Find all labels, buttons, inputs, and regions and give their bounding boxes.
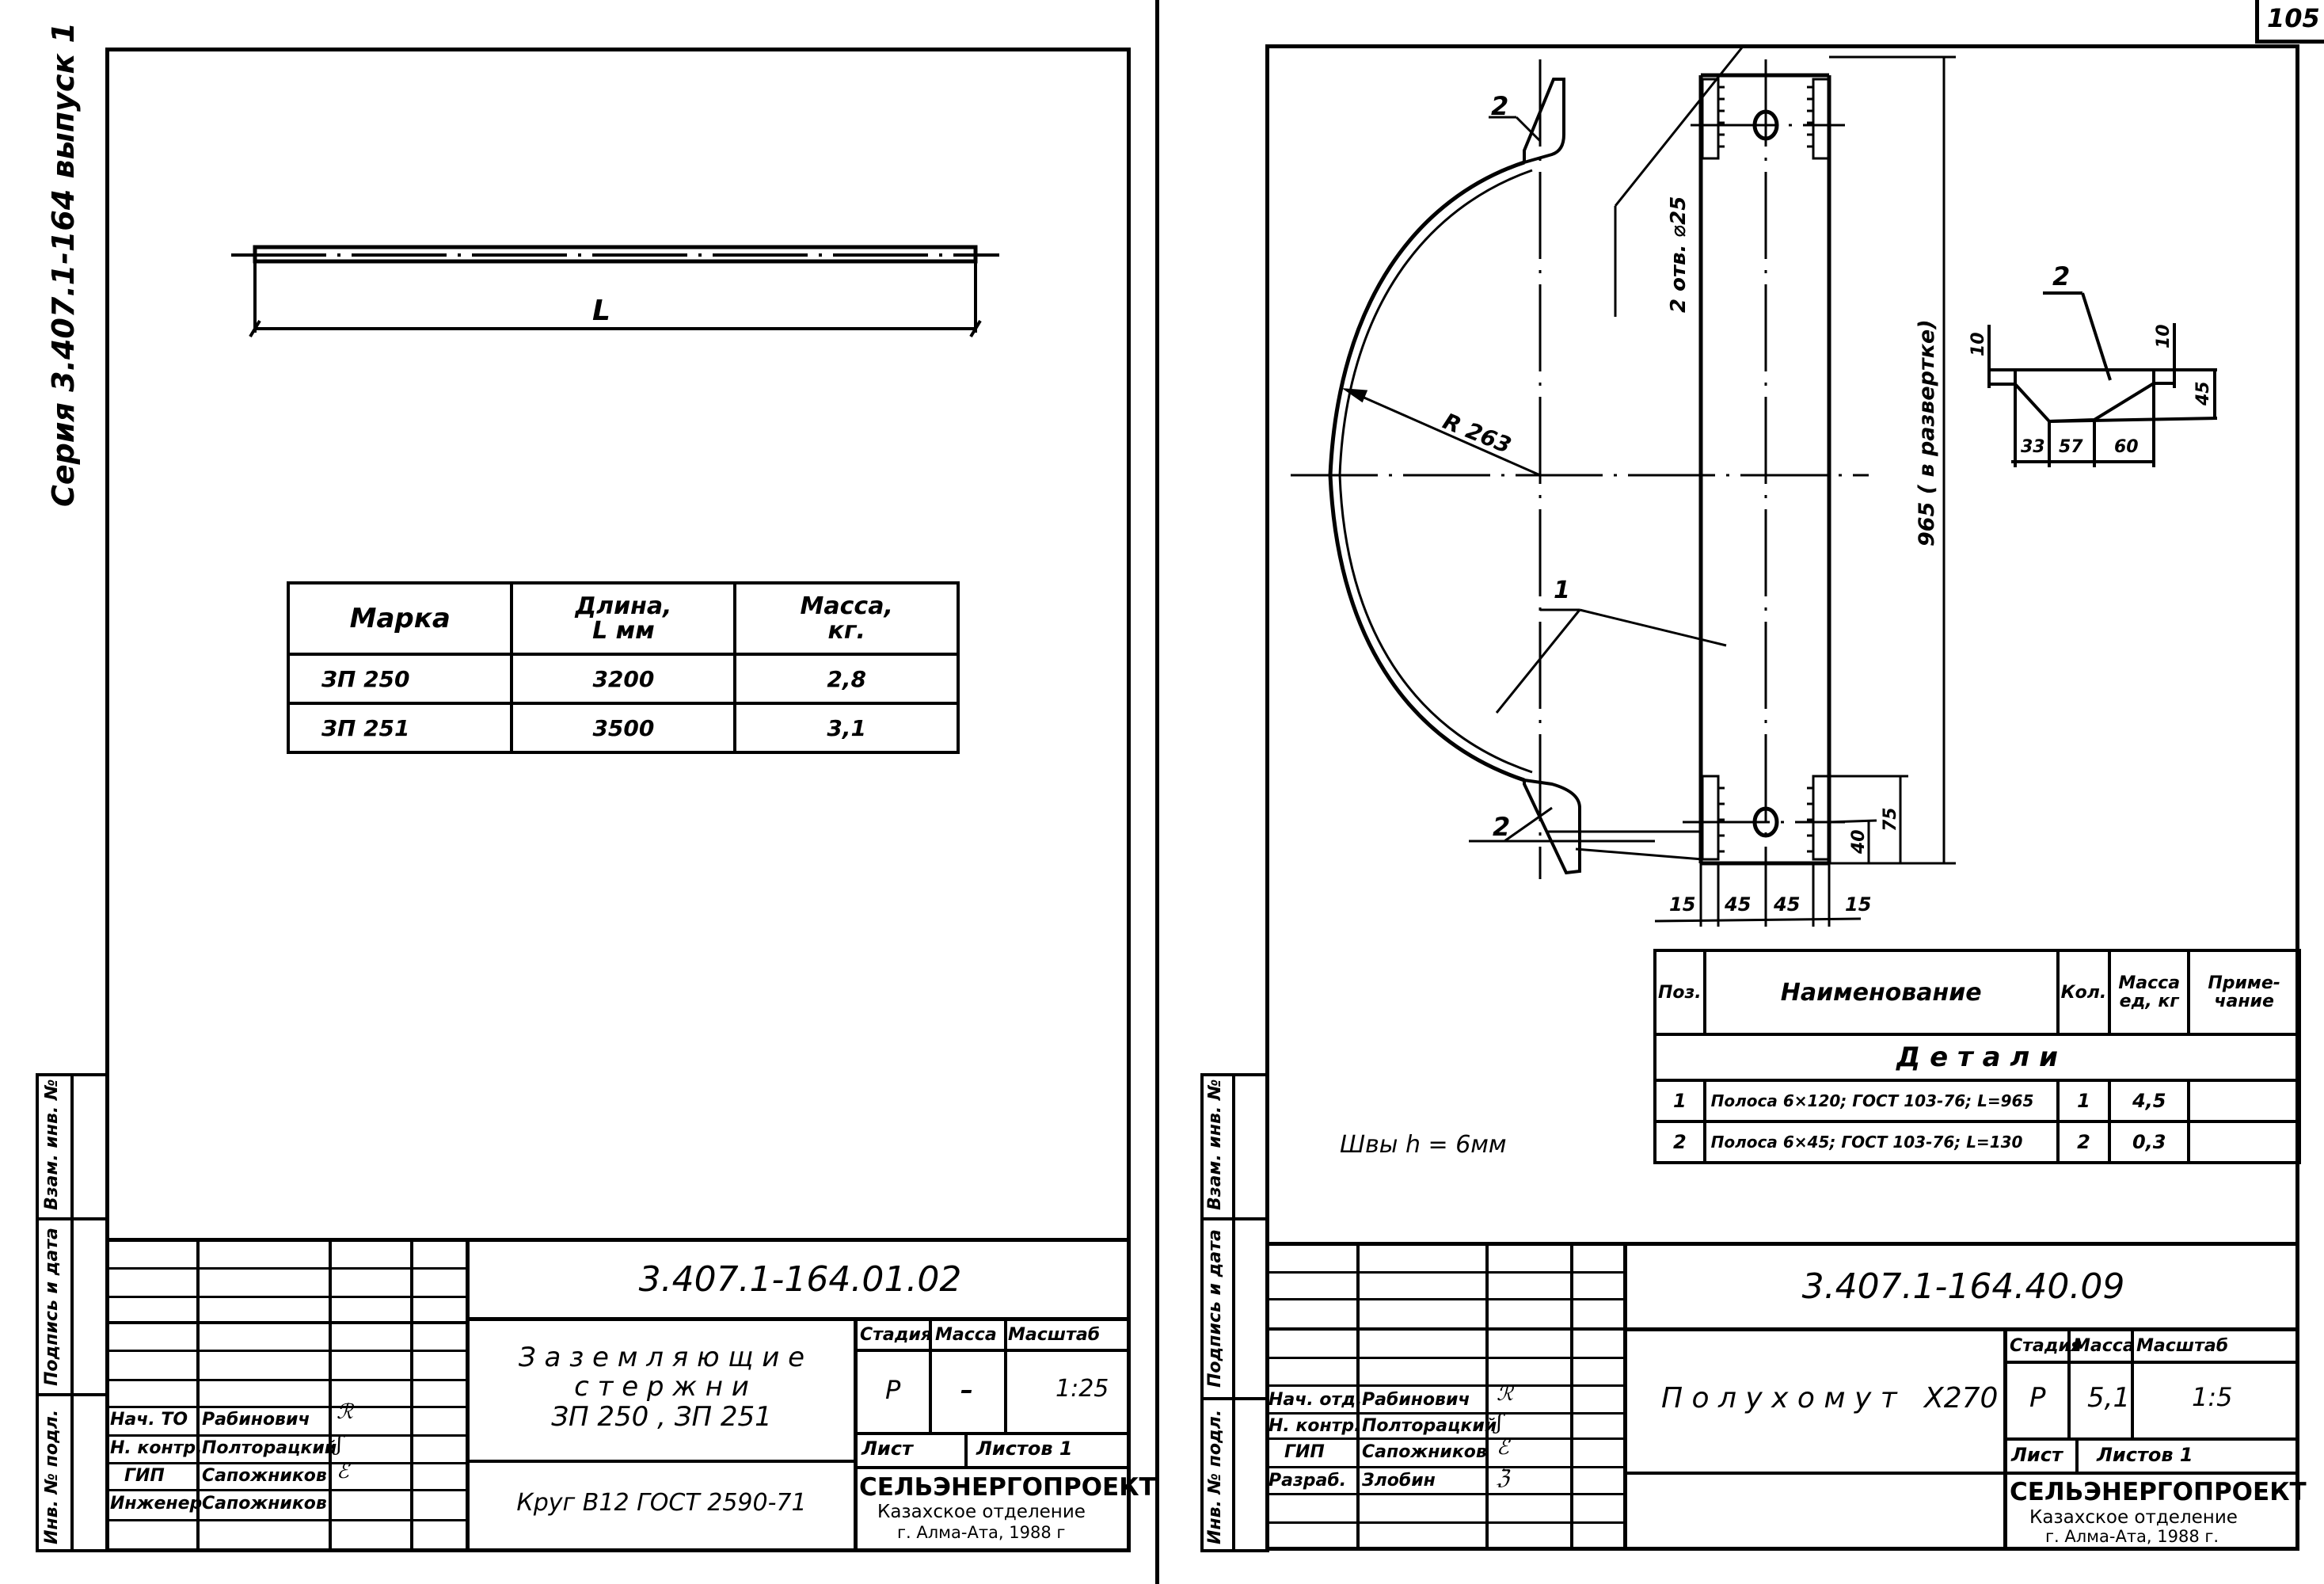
org-city-year: г. Алма-Ата, 1988 г. xyxy=(2045,1527,2219,1546)
left-sheet-frame xyxy=(105,48,1131,1552)
stage-value: Р xyxy=(885,1375,901,1405)
signer-role: Н. контр. xyxy=(110,1438,203,1458)
mass-value: 5,1 xyxy=(2087,1382,2131,1414)
product-title: П о л у х о м у т Х270 xyxy=(1661,1382,1999,1415)
signer-role: Инженер xyxy=(110,1494,203,1514)
scale-value: 1:25 xyxy=(1055,1375,1109,1403)
rod-length-label: L xyxy=(592,295,610,327)
stage-label: Стадия xyxy=(2010,1336,2082,1356)
table-header: Масса, кг. xyxy=(733,581,960,656)
sheet-divider-line xyxy=(1155,0,1159,1584)
mass-value: – xyxy=(960,1375,973,1405)
bottom-dim: 45 xyxy=(1774,893,1801,916)
material-spec: Круг В12 ГОСТ 2590-71 xyxy=(516,1489,807,1517)
sheets-count: Листов 1 xyxy=(2097,1444,2193,1466)
signer-name: Сапожников xyxy=(202,1494,327,1514)
signature-mark: ʃ xyxy=(337,1432,343,1456)
table-header: Приме- чание xyxy=(2187,949,2301,1036)
signer-role: Разраб. xyxy=(1269,1471,1347,1491)
signer-name: Полторацкий xyxy=(202,1438,337,1458)
scale-value: 1:5 xyxy=(2192,1382,2233,1412)
product-title: З а з е м л я ю щ и е с т е р ж н и ЗП 2… xyxy=(518,1342,805,1433)
stage-label: Стадия xyxy=(860,1325,933,1345)
gusset-dim: 57 xyxy=(2059,437,2083,457)
gusset-dim: 10 xyxy=(2154,324,2174,348)
callout-2: 2 xyxy=(2052,261,2071,291)
signature-mark: ℛ xyxy=(1497,1382,1513,1406)
table-header: Масса ед, кг xyxy=(2108,949,2191,1036)
table-header: Кол. xyxy=(2056,949,2112,1036)
sheet-label: Лист xyxy=(862,1437,913,1460)
section-header: Д е т а л и xyxy=(1653,1033,2301,1082)
gusset-dim: 60 xyxy=(2114,437,2139,457)
signer-name: Сапожников xyxy=(202,1466,327,1486)
table-row: 1 Полоса 6×120; ГОСТ 103-76; L=965 1 4,5 xyxy=(1653,1079,2301,1123)
table-header: Поз. xyxy=(1653,949,1706,1036)
signer-name: Сапожников xyxy=(1362,1442,1487,1462)
callout-2: 2 xyxy=(1491,91,1509,121)
table-row: 2 Полоса 6×45; ГОСТ 103-76; L=130 2 0,3 xyxy=(1653,1120,2301,1164)
callout-2: 2 xyxy=(1493,812,1511,842)
parts-spec-table: Поз. Наименование Кол. Масса ед, кг Прим… xyxy=(1653,949,2301,1164)
sheet-label: Лист xyxy=(2011,1444,2063,1466)
left-title-block: Нач. ТО Рабинович Н. контр. Полторацкий … xyxy=(105,1238,1156,1552)
right-margin-stamp xyxy=(1200,1073,1269,1552)
mass-label: Масса xyxy=(2073,1336,2135,1356)
left-margin-stamp xyxy=(36,1073,109,1552)
signer-role: Нач. ТО xyxy=(110,1410,188,1430)
table-row: ЗП 250 3200 2,8 xyxy=(286,653,960,705)
gusset-dim: 33 xyxy=(2021,437,2045,457)
document-code: 3.407.1-164.01.02 xyxy=(638,1259,962,1300)
bottom-dim: 15 xyxy=(1669,893,1696,916)
signer-name: Полторацкий xyxy=(1362,1416,1497,1436)
document-code: 3.407.1-164.40.09 xyxy=(1801,1266,2125,1307)
bottom-dim: 15 xyxy=(1845,893,1872,916)
table-header: Наименование xyxy=(1702,949,2060,1036)
scale-label: Масштаб xyxy=(2136,1336,2229,1356)
signature-mark: ℰ xyxy=(1497,1436,1509,1460)
table-header: Марка xyxy=(286,581,514,656)
weld-note: Швы h = 6мм xyxy=(1340,1131,1507,1159)
signer-role: ГИП xyxy=(124,1466,165,1486)
scale-label: Масштаб xyxy=(1008,1325,1101,1345)
side-dim: 40 xyxy=(1849,829,1869,854)
signer-role: Н. контр. xyxy=(1269,1416,1361,1436)
mass-label: Масса xyxy=(935,1325,997,1345)
gusset-dim: 10 xyxy=(1968,332,1988,356)
page-number: 105 xyxy=(2267,3,2320,33)
stage-value: Р xyxy=(2029,1382,2046,1414)
gusset-dim: 45 xyxy=(2193,381,2213,406)
signer-name: Рабинович xyxy=(1362,1390,1470,1410)
callout-1: 1 xyxy=(1554,577,1570,604)
bottom-dim: 45 xyxy=(1725,893,1752,916)
org-division: Казахское отделение xyxy=(2029,1507,2238,1528)
signature-mark: ℛ xyxy=(337,1400,353,1424)
signer-role: ГИП xyxy=(1284,1442,1325,1462)
signer-name: Злобин xyxy=(1362,1471,1436,1491)
org-name: СЕЛЬЭНЕРГОПРОЕКТ xyxy=(2010,1478,2307,1506)
page-number-box: 105 xyxy=(2255,0,2324,44)
org-city-year: г. Алма-Ата, 1988 г xyxy=(897,1523,1066,1542)
signer-role: Нач. отд. xyxy=(1269,1390,1363,1410)
signature-mark: ℰ xyxy=(337,1460,349,1483)
rod-spec-table: Марка Длина, L мм Масса, кг. ЗП 250 3200… xyxy=(286,581,960,754)
signature-mark: ℨ xyxy=(1497,1466,1510,1490)
hole-label: 2 отв. ⌀25 xyxy=(1667,196,1691,313)
right-sheet-frame xyxy=(1265,44,2299,1551)
developed-length-label: 965 ( в развертке) xyxy=(1915,319,1939,546)
sheets-count: Листов 1 xyxy=(976,1437,1073,1460)
right-title-block: Нач. отд. Рабинович Н. контр. Полторацки… xyxy=(1265,1242,2307,1551)
org-division: Казахское отделение xyxy=(877,1502,1086,1522)
table-row: ЗП 251 3500 3,1 xyxy=(286,702,960,754)
table-header: Длина, L мм xyxy=(510,581,737,656)
side-dim: 75 xyxy=(1881,807,1900,832)
org-name: СЕЛЬЭНЕРГОПРОЕКТ xyxy=(859,1473,1156,1502)
signer-name: Рабинович xyxy=(202,1410,310,1430)
signature-mark: ʃ xyxy=(1497,1411,1503,1434)
